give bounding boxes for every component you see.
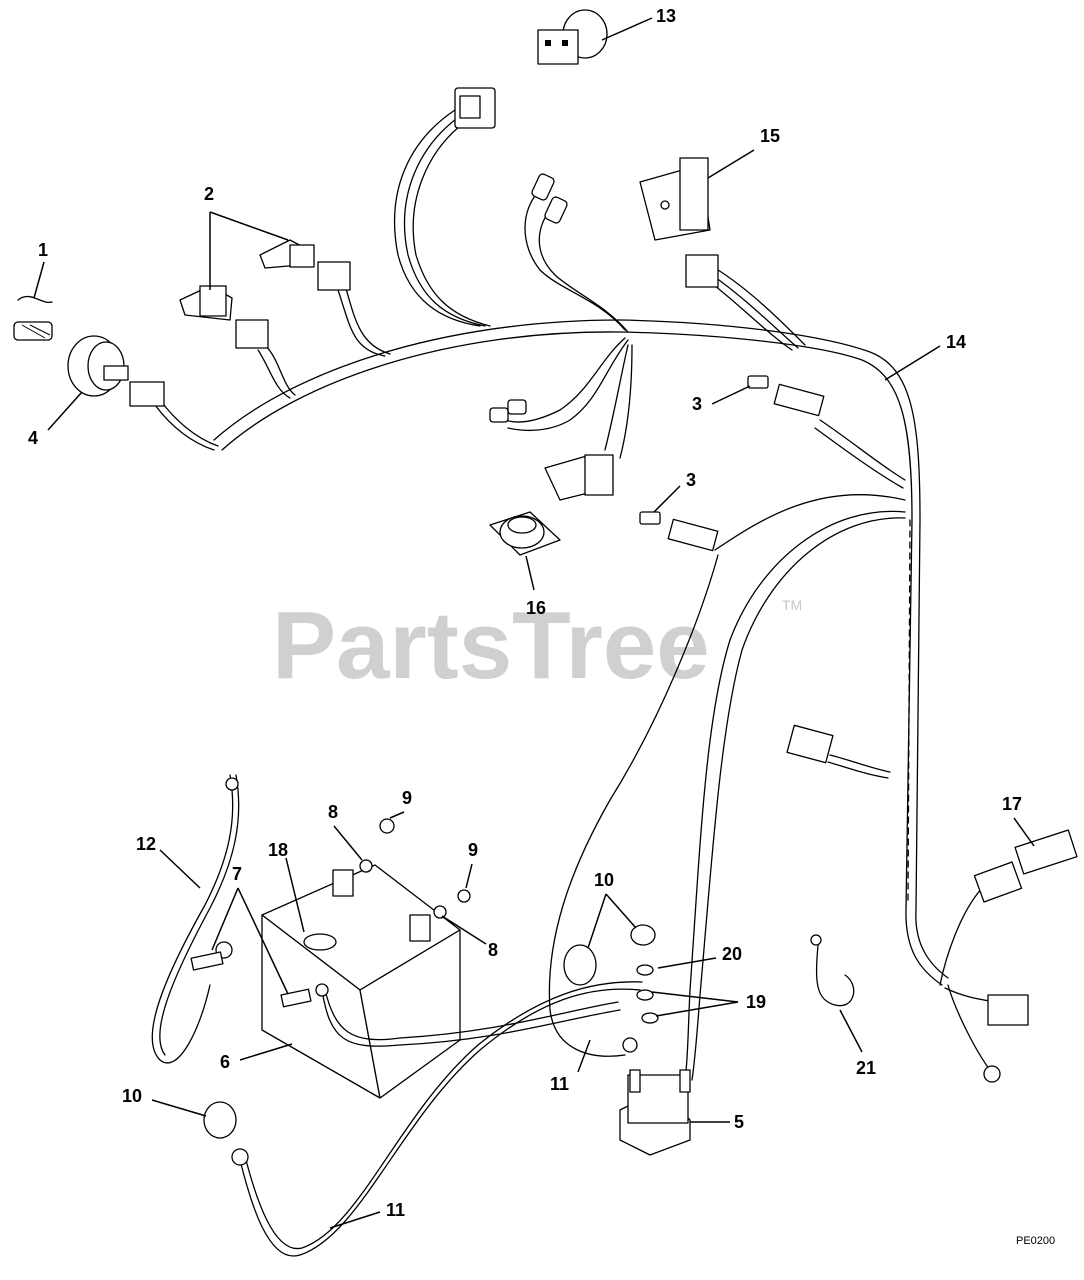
callout-21: 21: [856, 1058, 876, 1078]
part-17-connector: [1014, 829, 1078, 875]
part-13-switch: [537, 9, 608, 65]
branch-spade-terminals: [524, 173, 629, 333]
branch-top-connector: [394, 87, 496, 327]
watermark-text: PartsTree: [272, 592, 710, 699]
branch-to-solenoid: [548, 510, 906, 1081]
callout-16: 16: [526, 598, 546, 618]
branch-right-middle: [786, 724, 891, 779]
part-6-battery: [261, 864, 461, 1099]
part-5-solenoid: [619, 1069, 691, 1156]
part-4-switch: [67, 335, 129, 397]
branch-item-2: [179, 239, 391, 399]
callout-11-lower: 11: [386, 1200, 405, 1220]
callout-9-lower: 9: [468, 840, 478, 860]
part-1-clip: [13, 295, 53, 341]
callout-13: 13: [656, 6, 676, 26]
leader-lines: [33, 17, 1035, 1229]
part-16-sensor: [489, 511, 561, 556]
callout-15: 15: [760, 126, 780, 146]
callout-18: 18: [268, 840, 288, 860]
branch-item-15: [685, 254, 806, 351]
callout-8-upper: 8: [328, 802, 338, 822]
callout-7: 7: [232, 864, 242, 884]
callout-10-left: 10: [122, 1086, 142, 1106]
callout-5: 5: [734, 1112, 744, 1132]
callout-20: 20: [722, 944, 742, 964]
callout-14: 14: [946, 332, 966, 352]
part-8-9-hardware: [359, 818, 471, 919]
callout-11-upper: 11: [550, 1074, 569, 1094]
callout-6: 6: [220, 1052, 230, 1072]
branch-item-17: [939, 861, 1029, 1083]
branch-item-4: [129, 381, 219, 451]
watermark-trademark: TM: [782, 597, 802, 613]
part-15-bracket: [639, 157, 711, 241]
part-3-clips: [639, 375, 769, 525]
drawing-code: PE0200: [1016, 1235, 1055, 1247]
part-10-boots: [203, 924, 656, 1139]
callout-1: 1: [38, 240, 48, 260]
callout-3-lower: 3: [686, 470, 696, 490]
callout-19: 19: [746, 992, 766, 1012]
callout-17: 17: [1002, 794, 1022, 814]
branch-item-3: [667, 383, 906, 552]
callout-10-right: 10: [594, 870, 614, 890]
callout-9-upper: 9: [402, 788, 412, 808]
callout-12: 12: [136, 834, 156, 854]
battery-cables: [151, 774, 643, 1257]
callout-2: 2: [204, 184, 214, 204]
callout-3-upper: 3: [692, 394, 702, 414]
part-21-wire: [810, 934, 855, 1007]
callout-8-lower: 8: [488, 940, 498, 960]
branch-lower-center: [489, 337, 633, 501]
callout-4: 4: [28, 428, 38, 448]
callouts: 1 2 3 3 4 5 6 7 8 8 9 9 10 10 11 11 12 1…: [28, 6, 1022, 1220]
part-19-20-washers: [622, 964, 659, 1053]
